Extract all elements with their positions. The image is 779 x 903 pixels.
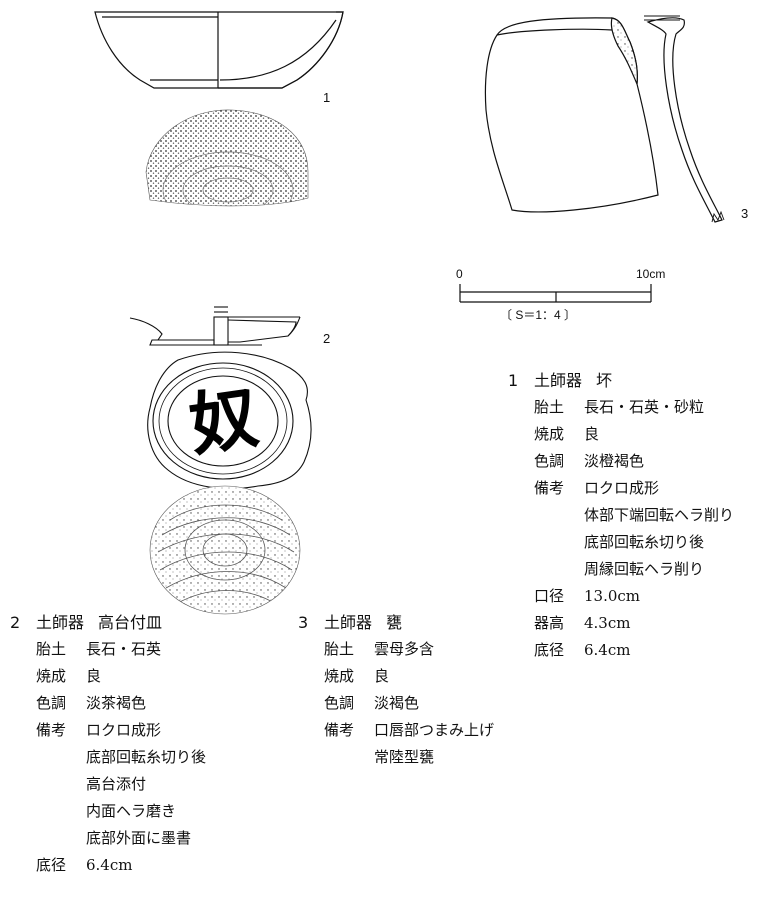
attribute-value: 底部回転糸切り後 [86,748,207,766]
attribute-row: 胎土 雲母多含 [324,636,494,663]
attribute-value: 4.3cm [584,614,631,632]
attribute-row: 色調 淡褐色 [324,690,494,717]
attribute-value: 常陸型甕 [374,748,435,766]
attribute-value: ロクロ成形 [86,721,162,739]
attribute-row: 底径 6.4cm [36,852,206,879]
attribute-value: 体部下端回転ヘラ削り [584,506,735,524]
attribute-key: 色調 [324,694,355,712]
ink-inscription-glyph: 奴 [184,377,264,467]
attribute-key: 口径 [534,587,565,605]
attribute-value: 良 [86,667,102,685]
attribute-value: 淡褐色 [374,694,420,712]
dish-base-drawing [147,351,312,490]
attribute-key: 備考 [324,721,355,739]
bowl-base-rubbing [145,109,309,207]
attribute-row: 備考 ロクロ成形底部回転糸切り後高台添付内面ヘラ磨き底部外面に墨書 [36,717,206,852]
attribute-row: 胎土 長石・石英 [36,636,206,663]
item2-number-label: 2 [323,331,331,346]
description-type: 土師器 [534,371,583,390]
attribute-key: 底径 [534,641,565,659]
attribute-row: 焼成 良 [534,421,734,448]
attribute-value: 底部回転糸切り後 [584,533,705,551]
attribute-row: 器高 4.3cm [534,610,734,637]
attribute-key: 底径 [36,856,67,874]
description-name: 甕 [386,613,403,632]
attribute-value: 6.4cm [584,641,631,659]
scale-bar [459,284,652,303]
attribute-value: 口唇部つまみ上げ [374,721,495,739]
description-name: 高台付皿 [98,613,163,632]
attribute-value: 雲母多含 [374,640,435,658]
attribute-value: 良 [584,425,600,443]
attribute-value: 13.0cm [584,587,641,605]
dish-cross-section [129,306,301,346]
attribute-key: 器高 [534,614,565,632]
attribute-row: 色調 淡橙褐色 [534,448,734,475]
description-number: 3 [298,613,309,632]
attribute-key: 焼成 [324,667,355,685]
item2-description: 2 土師器高台付皿胎土 長石・石英焼成 良色調 淡茶褐色備考 ロクロ成形底部回転糸切り後高… [10,609,206,879]
scale-end-label: 10cm [636,267,666,281]
description-name: 坏 [596,371,613,390]
attribute-key: 色調 [534,452,565,470]
attribute-key: 胎土 [534,398,565,416]
attribute-key: 備考 [534,479,565,497]
attribute-value: 長石・石英 [86,640,162,658]
item3-description: 3 土師器甕胎土 雲母多含焼成 良色調 淡褐色備考 口唇部つまみ上げ常陸型甕 [298,609,494,771]
attribute-key: 胎土 [324,640,355,658]
jar-sherd-drawing [484,15,725,223]
description-heading: 1 土師器坏 [508,367,734,394]
item1-description: 1 土師器坏胎土 長石・石英・砂粒焼成 良色調 淡橙褐色備考 ロクロ成形体部下端回転ヘラ削… [508,367,734,664]
attribute-value: 淡茶褐色 [86,694,147,712]
bowl-cross-section [94,11,344,89]
attribute-value: 底部外面に墨書 [86,829,192,847]
attribute-value: 淡橙褐色 [584,452,645,470]
description-number: 2 [10,613,21,632]
dish-base-rubbing [149,485,301,615]
attribute-row: 胎土 長石・石英・砂粒 [534,394,734,421]
attribute-row: 焼成 良 [36,663,206,690]
attribute-value: ロクロ成形 [584,479,660,497]
description-heading: 2 土師器高台付皿 [10,609,206,636]
attribute-value: 高台添付 [86,775,147,793]
attribute-value: 内面ヘラ磨き [86,802,177,820]
item1-number-label: 1 [323,90,331,105]
attribute-key: 色調 [36,694,67,712]
attribute-row: 口径 13.0cm [534,583,734,610]
attribute-key: 胎土 [36,640,67,658]
scale-start-label: 0 [456,267,463,281]
attribute-row: 備考 ロクロ成形体部下端回転ヘラ削り底部回転糸切り後周縁回転ヘラ削り [534,475,734,583]
description-type: 土師器 [324,613,373,632]
description-number: 1 [508,371,519,390]
description-heading: 3 土師器甕 [298,609,494,636]
item3-number-label: 3 [741,206,749,221]
attribute-key: 備考 [36,721,67,739]
attribute-row: 焼成 良 [324,663,494,690]
description-type: 土師器 [36,613,85,632]
attribute-row: 色調 淡茶褐色 [36,690,206,717]
attribute-value: 長石・石英・砂粒 [584,398,705,416]
attribute-row: 底径 6.4cm [534,637,734,664]
attribute-key: 焼成 [36,667,67,685]
attribute-value: 周縁回転ヘラ削り [584,560,705,578]
attribute-value: 良 [374,667,390,685]
attribute-row: 備考 口唇部つまみ上げ常陸型甕 [324,717,494,771]
attribute-value: 6.4cm [86,856,133,874]
attribute-key: 焼成 [534,425,565,443]
scale-ratio-label: 〔 S＝1：4 〕 [500,308,577,322]
